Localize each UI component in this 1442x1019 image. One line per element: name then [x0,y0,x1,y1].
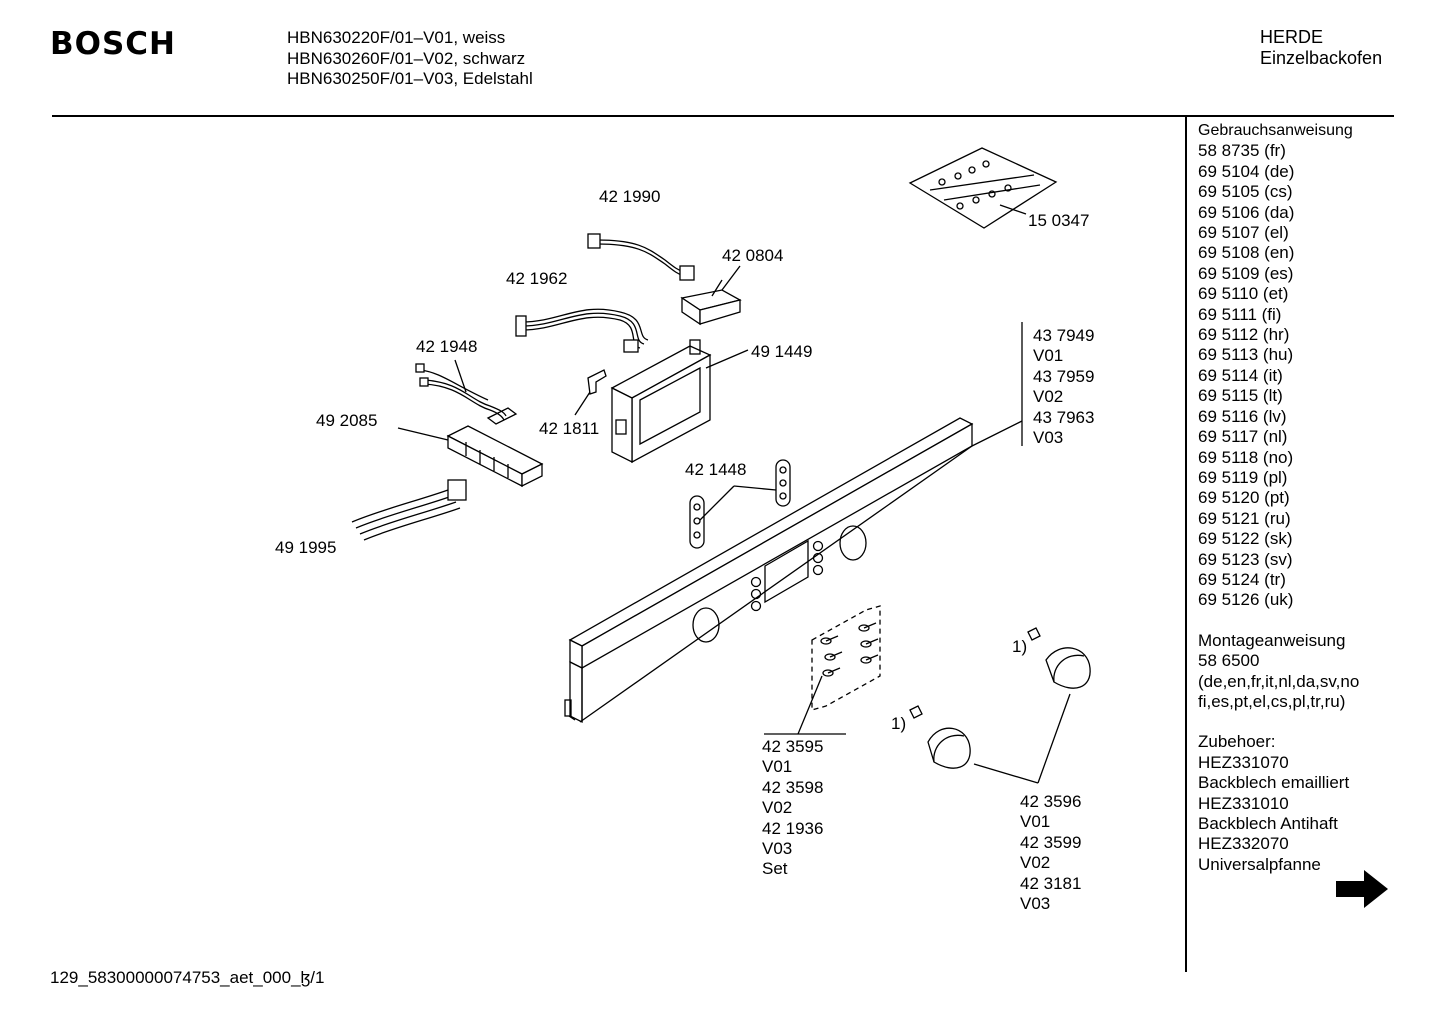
sidebar: Gebrauchsanweisung 58 8735 (fr) 69 5104 … [1198,121,1438,875]
brand-logo: BOSCH [50,26,177,62]
screw-part-line: V03 [762,839,793,859]
screw-part-line: 42 1936 [762,818,824,838]
knob-part-line: V03 [1020,894,1051,914]
label-420804: 42 0804 [722,246,784,265]
model-line: HBN630220F/01–V01, weiss [287,28,506,47]
model-line: HBN630260F/01–V02, schwarz [287,48,526,68]
label-492085: 49 2085 [316,411,378,430]
exploded-diagram [351,147,1091,784]
panel-clips [689,459,791,549]
panel-part-group: 43 7949 V01 43 7959 V02 43 7963 V03 [1033,326,1094,448]
panel-part-line: V01 [1033,346,1064,366]
footnote-marker: 1) [1012,637,1028,656]
install-line: fi,es,pt,el,cs,pl,tr,ru) [1198,691,1346,711]
accessory-item: Backblech emailliert [1198,773,1350,793]
screw-part-line: Set [762,859,788,879]
manual-item: 69 5120 (pt) [1198,488,1290,508]
knob-part-line: V02 [1020,853,1051,873]
knob-part-line: 42 3599 [1020,832,1082,852]
model-line: HBN630250F/01–V03, Edelstahl [287,69,533,88]
panel-part-line: 43 7963 [1033,407,1095,427]
manual-list: 58 8735 (fr) 69 5104 (de) 69 5105 (cs) 6… [1198,141,1438,610]
label-421990: 42 1990 [599,187,661,206]
label-421811: 42 1811 [539,419,600,438]
knob-part-group: 42 3596 V01 42 3599 V02 42 3181 V03 [1020,792,1081,914]
screw-part-line: V02 [762,798,793,818]
label-150347: 15 0347 [1028,211,1090,230]
model-list: HBN630220F/01–V01, weiss HBN630260F/01–V… [287,28,533,90]
flat-cable [515,308,649,353]
label-491995: 49 1995 [275,538,337,557]
install-line: (de,en,fr,it,nl,da,sv,no [1198,671,1360,691]
accessory-item: HEZ331010 [1198,793,1289,813]
knob-part-line: 42 3181 [1020,873,1082,893]
screw-part-line: 42 3595 [762,737,824,756]
label-421948: 42 1948 [416,337,478,356]
manual-item: 69 5112 (hr) [1198,325,1290,345]
manual-item: 69 5116 (lv) [1198,406,1287,426]
manual-item: 69 5110 (et) [1198,284,1289,304]
label-421962: 42 1962 [506,269,568,288]
manual-item: 69 5124 (tr) [1198,569,1286,589]
manual-item: 69 5109 (es) [1198,263,1294,283]
screw-bag [908,147,1058,229]
panel-part-line: V03 [1033,428,1064,448]
manual-item: 69 5121 (ru) [1198,508,1291,528]
manual-item: 69 5126 (uk) [1198,590,1294,610]
screw-set [811,605,881,711]
label-421448: 42 1448 [685,460,747,479]
panel-part-line: 43 7949 [1033,326,1095,345]
manual-item: 69 5118 (no) [1198,447,1294,467]
accessory-item: Universalpfanne [1198,854,1321,874]
accessory-item: HEZ332070 [1198,834,1289,854]
screw-part-line: V01 [762,757,793,777]
panel-part-line: V02 [1033,387,1064,407]
install-line: 58 6500 [1198,651,1260,671]
cable-harness-bottom [351,479,467,541]
manual-item: 69 5107 (el) [1198,223,1289,243]
control-knobs [909,627,1091,769]
manual-item: 69 5106 (da) [1198,202,1295,222]
footnote-marker: 1) [891,714,907,733]
manual-item: 69 5122 (sk) [1198,529,1293,549]
install-title: Montageanweisung [1198,630,1346,650]
knob-part-line: V01 [1020,812,1051,832]
sidebar-divider [1185,117,1187,972]
manual-item: 69 5115 (lt) [1198,386,1283,406]
terminal-block [446,407,544,488]
manual-item: 69 5111 (fi) [1198,304,1282,324]
manual-item: 69 5117 (nl) [1198,427,1288,447]
manual-title: Gebrauchsanweisung [1198,122,1353,139]
label-491449: 49 1449 [751,342,813,361]
control-panel [564,417,974,724]
header-divider [52,115,1394,117]
screw-part-group: 42 3595 V01 42 3598 V02 42 1936 V03 Set [762,737,823,880]
accessories-title: Zubehoer: [1198,732,1276,752]
electronic-module [610,339,712,464]
accessory-item: HEZ331070 [1198,752,1289,772]
cable-harness-top [587,233,695,281]
cable-harness-left [415,363,507,421]
category-sub: Einzelbackofen [1260,48,1383,68]
accessory-item: Backblech Antihaft [1198,814,1338,833]
manual-item: 69 5105 (cs) [1198,182,1293,202]
panel-part-line: 43 7959 [1033,366,1095,386]
manual-item: 69 5123 (sv) [1198,549,1293,569]
manual-item: 69 5104 (de) [1198,161,1295,181]
manual-item: 69 5114 (it) [1198,365,1283,385]
screw-part-line: 42 3598 [762,777,824,797]
category: HERDE Einzelbackofen [1260,27,1382,69]
category-main: HERDE [1260,27,1324,47]
manual-item: 69 5113 (hu) [1198,345,1294,365]
document-code: 129_58300000074753_aet_000_ɮ/1 [50,968,325,987]
manual-item: 69 5108 (en) [1198,243,1295,263]
knob-part-line: 42 3596 [1020,792,1082,811]
right-arrow-icon[interactable] [1334,868,1390,910]
switch-part [680,265,742,326]
manual-item: 69 5119 (pl) [1198,467,1288,487]
manual-item: 58 8735 (fr) [1198,141,1286,161]
